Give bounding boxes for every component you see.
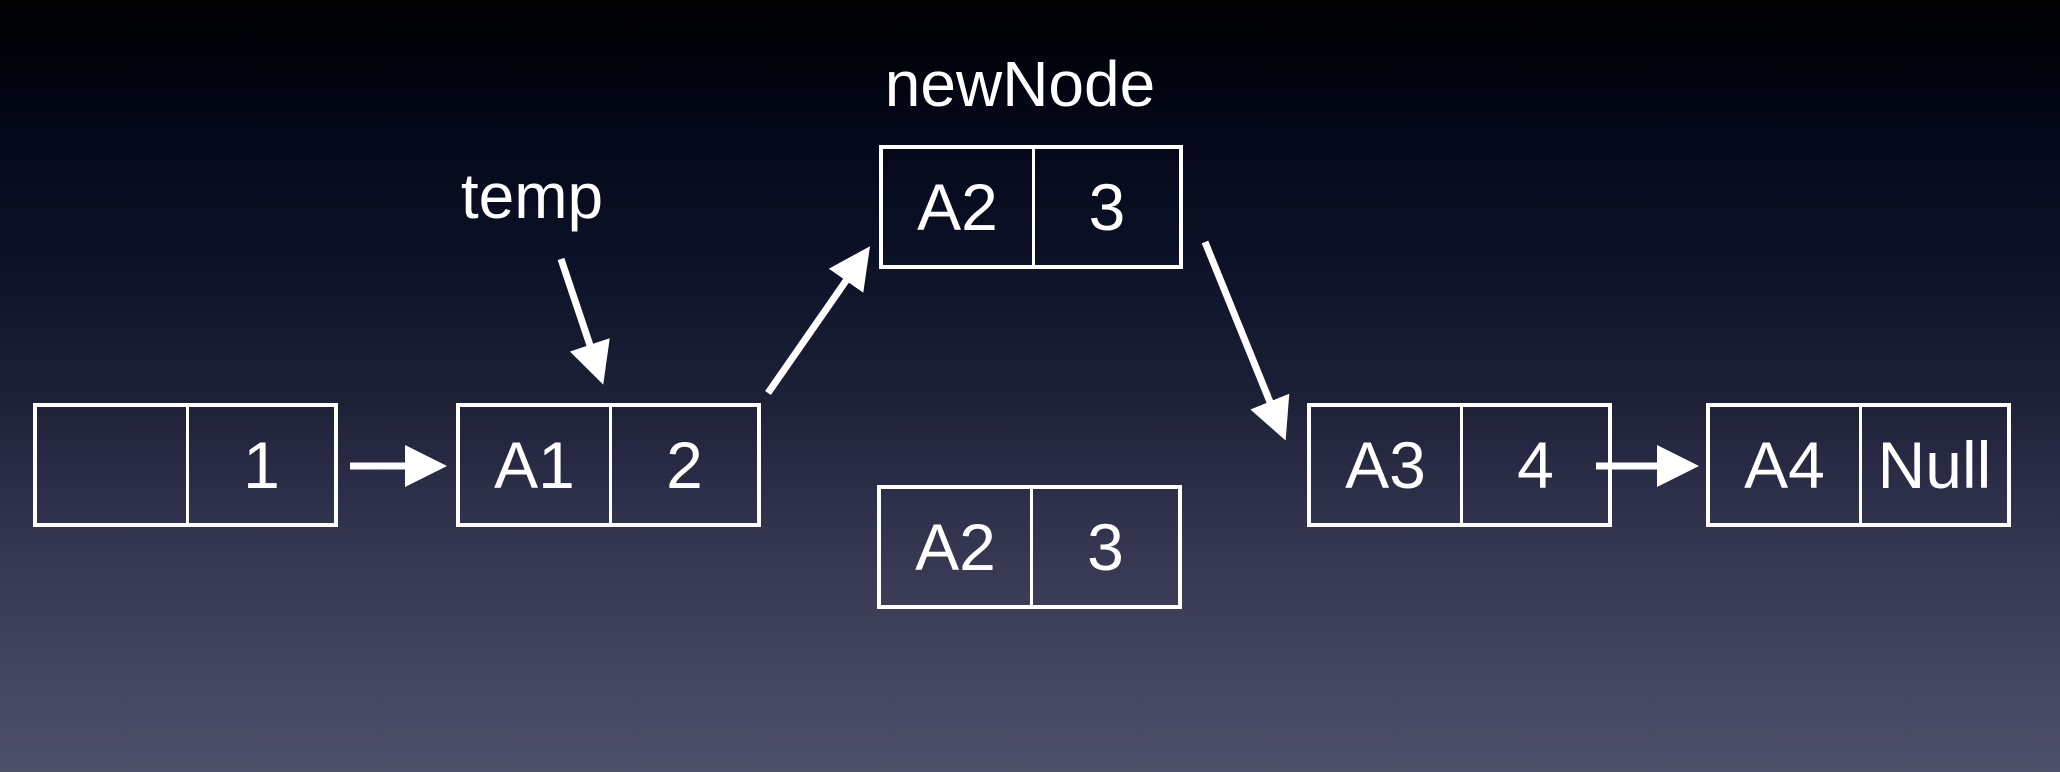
node-head-address: [37, 407, 189, 523]
node-head: 1: [33, 403, 338, 527]
node-a1-address: A1: [460, 407, 612, 523]
node-a3-address: A3: [1311, 407, 1463, 523]
node-a2-address: A2: [881, 489, 1033, 605]
node-a1-value: 2: [666, 428, 703, 502]
arrow-new-node-to-a3: [1201, 240, 1290, 441]
node-new: A2 3: [879, 145, 1183, 269]
node-a4-address: A4: [1710, 407, 1862, 523]
node-a1: A1 2: [456, 403, 761, 527]
node-a4: A4 Null: [1706, 403, 2011, 527]
node-a3-value: 4: [1517, 428, 1554, 502]
temp-label: temp: [460, 160, 604, 232]
node-head-value: 1: [243, 428, 280, 502]
node-new-value: 3: [1088, 170, 1126, 244]
node-a3: A3 4: [1307, 403, 1612, 527]
arrow-temp-to-a1: [557, 257, 610, 385]
node-a4-value: Null: [1877, 428, 1992, 502]
new-node-label: newNode: [884, 48, 1156, 120]
arrow-a1-to-new-node: [765, 246, 870, 395]
node-a2-value: 3: [1087, 510, 1124, 584]
node-a2: A2 3: [877, 485, 1182, 609]
node-new-address: A2: [883, 149, 1035, 265]
